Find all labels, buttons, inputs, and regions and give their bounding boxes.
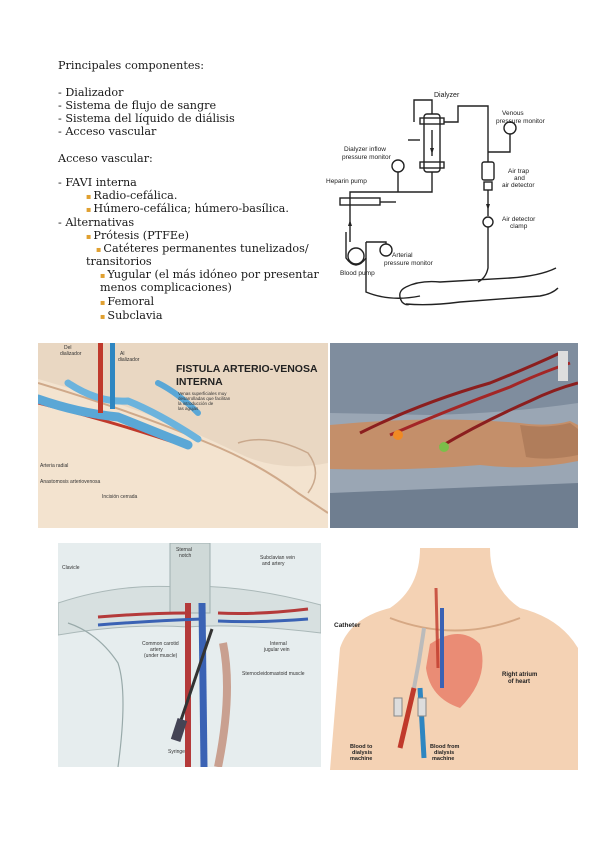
label-al-dializador: Al bbox=[120, 351, 125, 357]
neck-svg bbox=[58, 543, 321, 767]
label-arteria: Arteria radial bbox=[40, 463, 69, 469]
component-item: - Sistema del líquido de diálisis bbox=[58, 112, 235, 125]
bullet-icon: ▪ bbox=[86, 232, 92, 241]
component-item: - Dializador bbox=[58, 86, 124, 99]
label-sternal-notch: notch bbox=[179, 553, 192, 559]
label-catheter: Catheter bbox=[334, 622, 361, 629]
alternativas-item: - Alternativas bbox=[58, 216, 135, 229]
list-item: ▪Yugular (el más idóneo por presentar bbox=[100, 268, 319, 281]
label-carotid: Common carotid bbox=[142, 641, 179, 647]
fistula-caption: desarrolladas que facilitan bbox=[178, 396, 231, 401]
label-blood-pump: Blood pump bbox=[340, 270, 375, 277]
bullet-icon: ▪ bbox=[86, 205, 92, 214]
list-item: ▪Catéteres permanentes tunelizados/ bbox=[96, 242, 309, 255]
fistula-svg bbox=[38, 343, 328, 528]
list-item: ▪Húmero-cefálica; húmero-basílica. bbox=[86, 202, 289, 215]
catheter-illustration: Catheter Right atrium of heart Blood to … bbox=[330, 548, 578, 770]
list-item-cont: menos complicaciones) bbox=[100, 281, 232, 294]
label-arterial-monitor: Arterial bbox=[392, 252, 413, 259]
fistula-illustration: FISTULA ARTERIO-VENOSA INTERNA Venas sup… bbox=[38, 343, 328, 528]
label-subclavian: and artery bbox=[262, 561, 285, 567]
label-carotid: artery bbox=[150, 647, 163, 653]
fistula-caption: la introducción de bbox=[178, 401, 214, 406]
neck-anatomy-illustration: Sternal notch Clavicle Subclavian vein a… bbox=[58, 543, 321, 767]
list-item-cont: transitorios bbox=[86, 255, 152, 268]
fistula-title: FISTULA ARTERIO-VENOSA bbox=[176, 363, 318, 375]
label-incision: Incisión cerrada bbox=[102, 494, 138, 500]
label-anastomosis: Anastomosis arteriovenosa bbox=[40, 479, 101, 485]
dialysis-circuit-diagram: Dialyzer Venous pressure monitor Dialyze… bbox=[310, 82, 560, 320]
label-jugular: jugular vein bbox=[264, 647, 290, 653]
label-venous-monitor: Venous bbox=[502, 110, 524, 117]
fistula-caption: las agujas bbox=[178, 406, 199, 411]
label-air-clamp: clamp bbox=[510, 223, 528, 230]
list-item: ▪Radio-cefálica. bbox=[86, 189, 178, 202]
label-blood-to: machine bbox=[350, 756, 373, 762]
list-item: ▪Prótesis (PTFEe) bbox=[86, 229, 190, 242]
label-blood-from: Blood from bbox=[430, 744, 460, 750]
label-air-clamp: Air detector bbox=[502, 216, 536, 223]
label-blood-to: Blood to bbox=[350, 744, 373, 750]
bullet-icon: ▪ bbox=[86, 192, 92, 201]
label-dialyzer: Dialyzer bbox=[434, 92, 460, 99]
label-subclavian: Subclavian vein bbox=[260, 555, 296, 561]
label-jugular: Internal bbox=[270, 641, 287, 647]
fistula-caption: Venas superficiales muy bbox=[178, 391, 227, 396]
bullet-icon: ▪ bbox=[100, 271, 106, 280]
component-item: - Sistema de flujo de sangre bbox=[58, 99, 217, 112]
label-syringe: Syringe bbox=[168, 749, 185, 755]
label-blood-from: machine bbox=[432, 756, 455, 762]
label-air-trap: air detector bbox=[502, 182, 535, 189]
arm-photo bbox=[330, 343, 578, 528]
arm-photo-svg bbox=[330, 343, 578, 528]
label-air-trap: Air trap bbox=[508, 168, 529, 175]
label-arterial-monitor: pressure monitor bbox=[384, 260, 433, 267]
bullet-icon: ▪ bbox=[100, 312, 106, 321]
label-heparin-pump: Heparin pump bbox=[326, 178, 367, 185]
access-heading: Acceso vascular: bbox=[58, 152, 153, 165]
label-blood-to: dialysis bbox=[352, 750, 373, 756]
label-right-atrium: of heart bbox=[508, 679, 531, 685]
catheter-svg bbox=[330, 548, 578, 770]
label-del-dializador: dializador bbox=[60, 351, 82, 357]
fistula-title: INTERNA bbox=[176, 376, 223, 388]
bullet-icon: ▪ bbox=[100, 298, 106, 307]
label-sternal-notch: Sternal bbox=[176, 547, 192, 553]
favi-item: - FAVI interna bbox=[58, 176, 137, 189]
label-inflow-monitor: pressure monitor bbox=[342, 154, 391, 161]
label-inflow-monitor: Dialyzer inflow bbox=[344, 146, 386, 153]
label-right-atrium: Right atrium bbox=[502, 672, 538, 678]
bullet-icon: ▪ bbox=[96, 245, 102, 254]
label-carotid: (under muscle) bbox=[144, 653, 178, 659]
heading: Principales componentes: bbox=[58, 59, 204, 72]
label-blood-from: dialysis bbox=[434, 750, 455, 756]
label-del-dializador: Del bbox=[64, 345, 72, 351]
label-air-trap: and bbox=[514, 175, 525, 182]
label-scm: Sternocleidomastoid muscle bbox=[242, 671, 305, 677]
label-clavicle: Clavicle bbox=[62, 565, 80, 571]
list-item: ▪Subclavia bbox=[100, 309, 163, 322]
label-venous-monitor: pressure monitor bbox=[496, 118, 545, 125]
circuit-svg bbox=[339, 99, 559, 306]
component-item: - Acceso vascular bbox=[58, 125, 157, 138]
list-item: ▪Femoral bbox=[100, 295, 155, 308]
label-al-dializador: dializador bbox=[118, 357, 140, 363]
